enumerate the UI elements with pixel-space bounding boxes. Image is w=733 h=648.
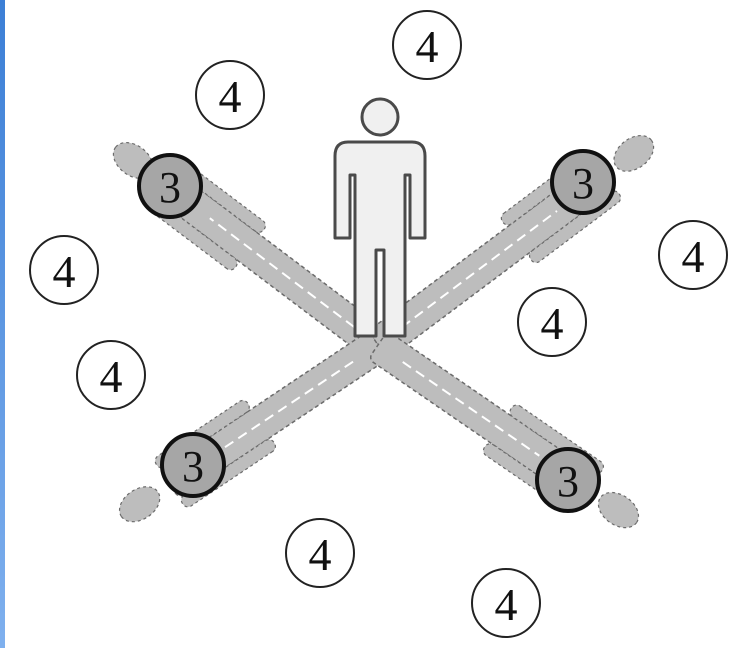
marker-4: 4 [659, 221, 727, 289]
marker-4: 4 [518, 288, 586, 356]
marker-4: 4 [30, 236, 98, 304]
marker-label: 4 [53, 246, 76, 297]
marker-label: 4 [495, 579, 518, 630]
marker-3: 3 [139, 155, 201, 217]
marker-4: 4 [393, 11, 461, 79]
marker-label: 4 [309, 529, 332, 580]
marker-label: 3 [159, 163, 181, 212]
marker-label: 3 [572, 159, 594, 208]
marker-3: 3 [537, 449, 599, 511]
marker-label: 4 [100, 351, 123, 402]
marker-label: 3 [557, 457, 579, 506]
marker-label: 4 [416, 21, 439, 72]
marker-4: 4 [286, 519, 354, 587]
marker-label: 4 [682, 231, 705, 282]
marker-3: 3 [552, 151, 614, 213]
marker-label: 3 [182, 442, 204, 491]
marker-4: 4 [77, 341, 145, 409]
lying-figure-icon [361, 320, 654, 547]
lying-figure-icon [105, 320, 395, 541]
marker-4: 4 [196, 61, 264, 129]
marker-4: 4 [472, 569, 540, 637]
marker-label: 4 [219, 71, 242, 122]
marker-label: 4 [541, 298, 564, 349]
marker-3: 3 [162, 434, 224, 496]
